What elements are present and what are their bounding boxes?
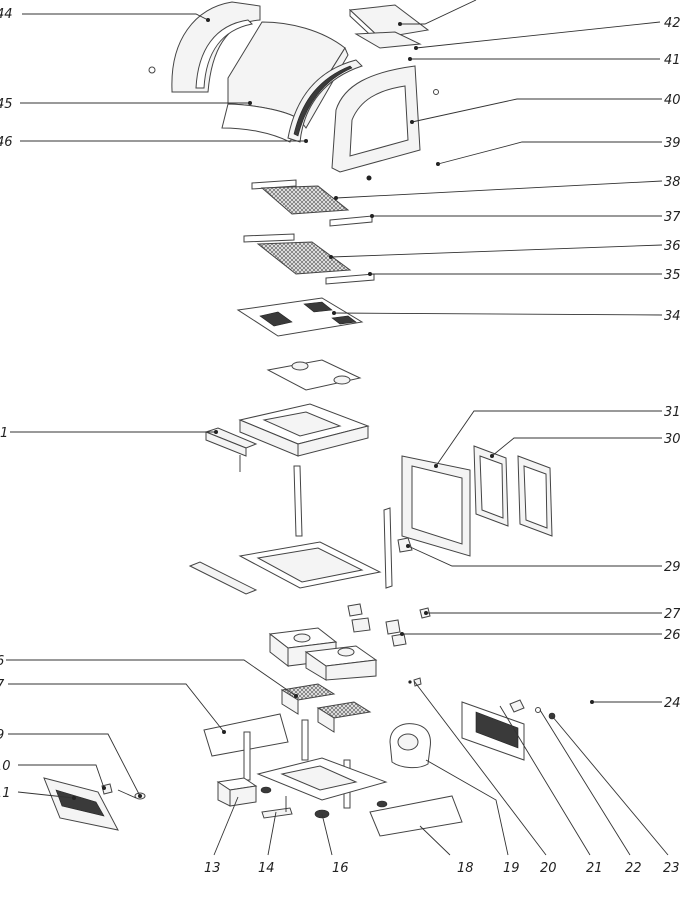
part-46-trim-strip [287, 59, 363, 143]
part-44-side-panel [171, 1, 261, 93]
part-number-labels: 44 45 46 1 6 7 9 10 11 42 41 40 39 38 37… [0, 7, 680, 876]
label-19: 19 [503, 861, 520, 876]
part-21-front-panel [461, 701, 525, 761]
part-valves [347, 603, 431, 647]
label-26: 26 [664, 628, 680, 643]
label-40: 40 [664, 93, 680, 108]
label-21: 21 [586, 861, 603, 876]
part-29-box [397, 537, 413, 553]
label-45: 45 [0, 97, 13, 112]
label-23: 23 [663, 861, 680, 876]
label-14: 14 [258, 861, 275, 876]
part-foot-2 [260, 786, 388, 808]
part-upright-left [293, 465, 303, 537]
part-screw [148, 66, 156, 74]
label-6: 6 [0, 654, 4, 669]
part-22-23-small [509, 699, 556, 720]
label-18: 18 [457, 861, 474, 876]
label-24: 24 [664, 696, 680, 711]
label-7: 7 [0, 678, 5, 693]
label-11: 11 [0, 786, 11, 801]
label-31: 31 [664, 405, 680, 420]
part-13-box [216, 777, 258, 807]
label-1: 1 [0, 426, 8, 441]
part-30-door [473, 445, 509, 527]
part-11-grille [43, 777, 119, 831]
part-38-grid [251, 179, 350, 215]
part-rail-left [188, 561, 258, 595]
label-38: 38 [664, 175, 680, 190]
label-46: 46 [0, 135, 13, 150]
label-9: 9 [0, 728, 4, 743]
part-door-2 [517, 455, 553, 537]
part-compressor [389, 723, 431, 769]
label-35: 35 [664, 268, 680, 283]
label-16: 16 [332, 861, 349, 876]
part-tray [238, 403, 370, 457]
part-37-bracket [329, 215, 373, 227]
label-37: 37 [664, 210, 680, 225]
part-1-rail [204, 427, 258, 472]
label-10: 10 [0, 759, 11, 774]
part-41-gasket [354, 31, 422, 49]
label-42: 42 [664, 16, 680, 31]
label-29: 29 [664, 560, 680, 575]
leader-dots [72, 18, 594, 800]
part-35-bracket [325, 273, 375, 285]
label-36: 36 [664, 239, 680, 254]
label-13: 13 [204, 861, 221, 876]
part-small-plate [266, 359, 362, 391]
leader-lines [6, 0, 669, 856]
label-30: 30 [664, 432, 680, 447]
part-34-plate [236, 297, 364, 337]
part-base-frame [238, 541, 382, 589]
label-34: 34 [664, 309, 680, 324]
part-40-side-panel [331, 65, 439, 181]
label-27: 27 [664, 607, 680, 622]
label-39: 39 [664, 136, 680, 151]
part-31-frame [401, 455, 471, 557]
part-base-plate [256, 757, 388, 801]
part-36-grid [243, 233, 352, 275]
part-18-panel [369, 795, 463, 837]
part-box-right [304, 645, 378, 681]
part-coil-2 [316, 701, 372, 733]
label-20: 20 [540, 861, 557, 876]
label-44: 44 [0, 7, 13, 22]
label-41: 41 [664, 53, 680, 68]
label-22: 22 [625, 861, 642, 876]
part-upright-right [383, 507, 393, 589]
part-14-bracket [261, 796, 293, 819]
